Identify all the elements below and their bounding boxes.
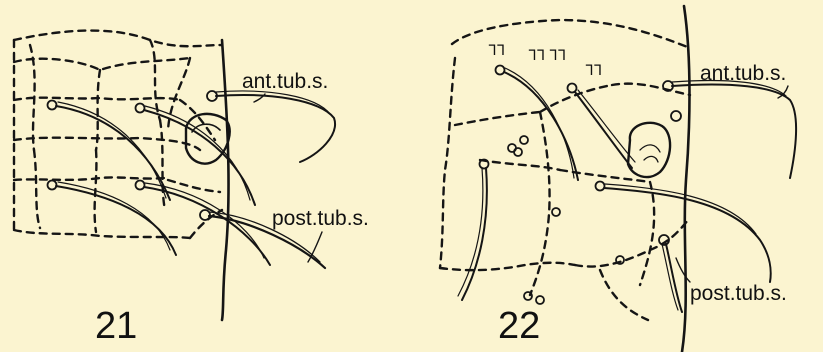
figure-22-ant-label: ant.tub.s. bbox=[700, 62, 786, 85]
svg-text:ᒣᒣ: ᒣᒣ bbox=[488, 42, 505, 58]
figure-22-cell-pattern bbox=[440, 20, 690, 320]
figure-21-cell-pattern bbox=[14, 31, 222, 238]
figure-21-post-socket bbox=[200, 210, 210, 220]
figure-22-gland bbox=[628, 123, 670, 177]
figure-22: ᒣᒣ ᒣᒣ ᒣᒣ ᒣᒣ bbox=[440, 6, 796, 352]
figure-22-midline bbox=[682, 6, 690, 352]
svg-text:ᒣᒣ: ᒣᒣ bbox=[585, 62, 602, 78]
figure-22-post-leader bbox=[676, 258, 690, 282]
figure-21: ant.tub.s. post.tub.s. 21 bbox=[14, 31, 369, 347]
figure-22-setae bbox=[458, 66, 796, 313]
figure-22-tubercles: ᒣᒣ ᒣᒣ ᒣᒣ ᒣᒣ bbox=[488, 42, 681, 304]
figure-21-midline bbox=[222, 40, 229, 320]
figure-22-number: 22 bbox=[498, 305, 540, 347]
figure-21-gland bbox=[186, 114, 230, 164]
svg-text:ᒣᒣ ᒣᒣ: ᒣᒣ ᒣᒣ bbox=[528, 47, 566, 63]
figure-21-post-label: post.tub.s. bbox=[272, 207, 369, 230]
figure-21-number: 21 bbox=[95, 305, 137, 347]
figure-21-ant-label: ant.tub.s. bbox=[242, 70, 328, 93]
figure-22-post-label: post.tub.s. bbox=[690, 282, 787, 305]
